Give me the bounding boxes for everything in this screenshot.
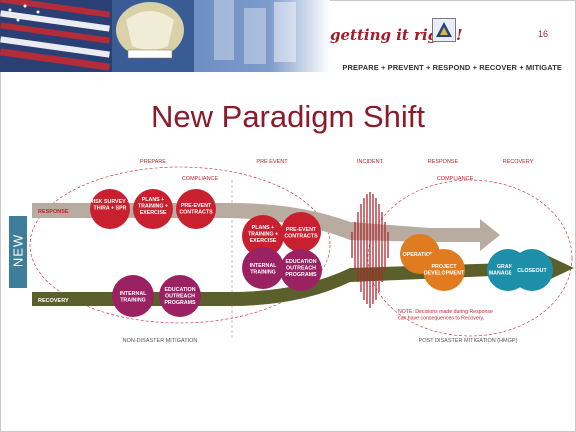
circle-plans-training xyxy=(133,189,173,229)
circle-plans-training-pre-event-label: PLANS +TRAINING +EXERCISE xyxy=(248,225,278,244)
compliance-ellipse-left xyxy=(29,166,331,324)
recovery-track-label: RECOVERY xyxy=(38,298,69,304)
circle-education-outreach-pre-event xyxy=(280,249,322,291)
phase-label-prepare: PREPARE xyxy=(140,159,166,165)
circle-pre-event-contracts-pre-event xyxy=(281,212,321,252)
phase-label-incident: INCIDENT xyxy=(357,159,384,165)
compliance-label-right: COMPLIANCE xyxy=(437,176,474,182)
circle-closeout xyxy=(511,249,553,291)
circle-internal-training xyxy=(112,275,154,317)
paradigm-diagram: PREPARE PRE EVENT INCIDENT RESPONSE RECO… xyxy=(29,159,574,344)
agency-badge-icon xyxy=(432,18,456,42)
compliance-ellipse-right xyxy=(367,179,573,337)
page-number: 16 xyxy=(538,29,549,39)
phase-label-pre-event: PRE EVENT xyxy=(256,159,288,165)
circle-education-outreach xyxy=(159,275,201,317)
circle-project-development xyxy=(423,249,465,291)
circle-pre-event-contracts xyxy=(176,189,216,229)
compliance-label-left: COMPLIANCE xyxy=(182,176,219,182)
circle-plans-training-pre-event xyxy=(242,215,284,257)
phase-label-recovery: RECOVERY xyxy=(503,159,534,165)
incident-burst-icon xyxy=(351,192,389,308)
bottom-label-non-disaster: NON-DISASTER MITIGATION xyxy=(123,338,198,344)
circle-risk-survey xyxy=(90,189,130,229)
circle-closeout-label: CLOSEOUT xyxy=(517,268,547,274)
circle-internal-training-pre-event xyxy=(242,247,284,289)
circle-risk-survey-label: RISK SURVEY +THIRA + SPR xyxy=(90,199,130,212)
slide-title: New Paradigm Shift xyxy=(151,99,425,134)
header-banner xyxy=(0,0,330,72)
brand-logo-text: getting it right! xyxy=(330,26,463,44)
flag-banner-image xyxy=(0,0,330,72)
phase-label-response: RESPONSE xyxy=(428,159,459,165)
circle-plans-training-label: PLANS +TRAINING +EXERCISE xyxy=(138,197,168,216)
bottom-label-post-disaster: POST DISASTER MITIGATION (HMGP) xyxy=(419,338,518,344)
circle-operations-label: OPERATIONS xyxy=(403,252,438,258)
header-tagline: PREPARE + PREVENT + RESPOND + RECOVER + … xyxy=(342,63,562,72)
new-side-tab: NEW xyxy=(9,216,27,288)
response-track-label: RESPONSE xyxy=(38,209,69,215)
